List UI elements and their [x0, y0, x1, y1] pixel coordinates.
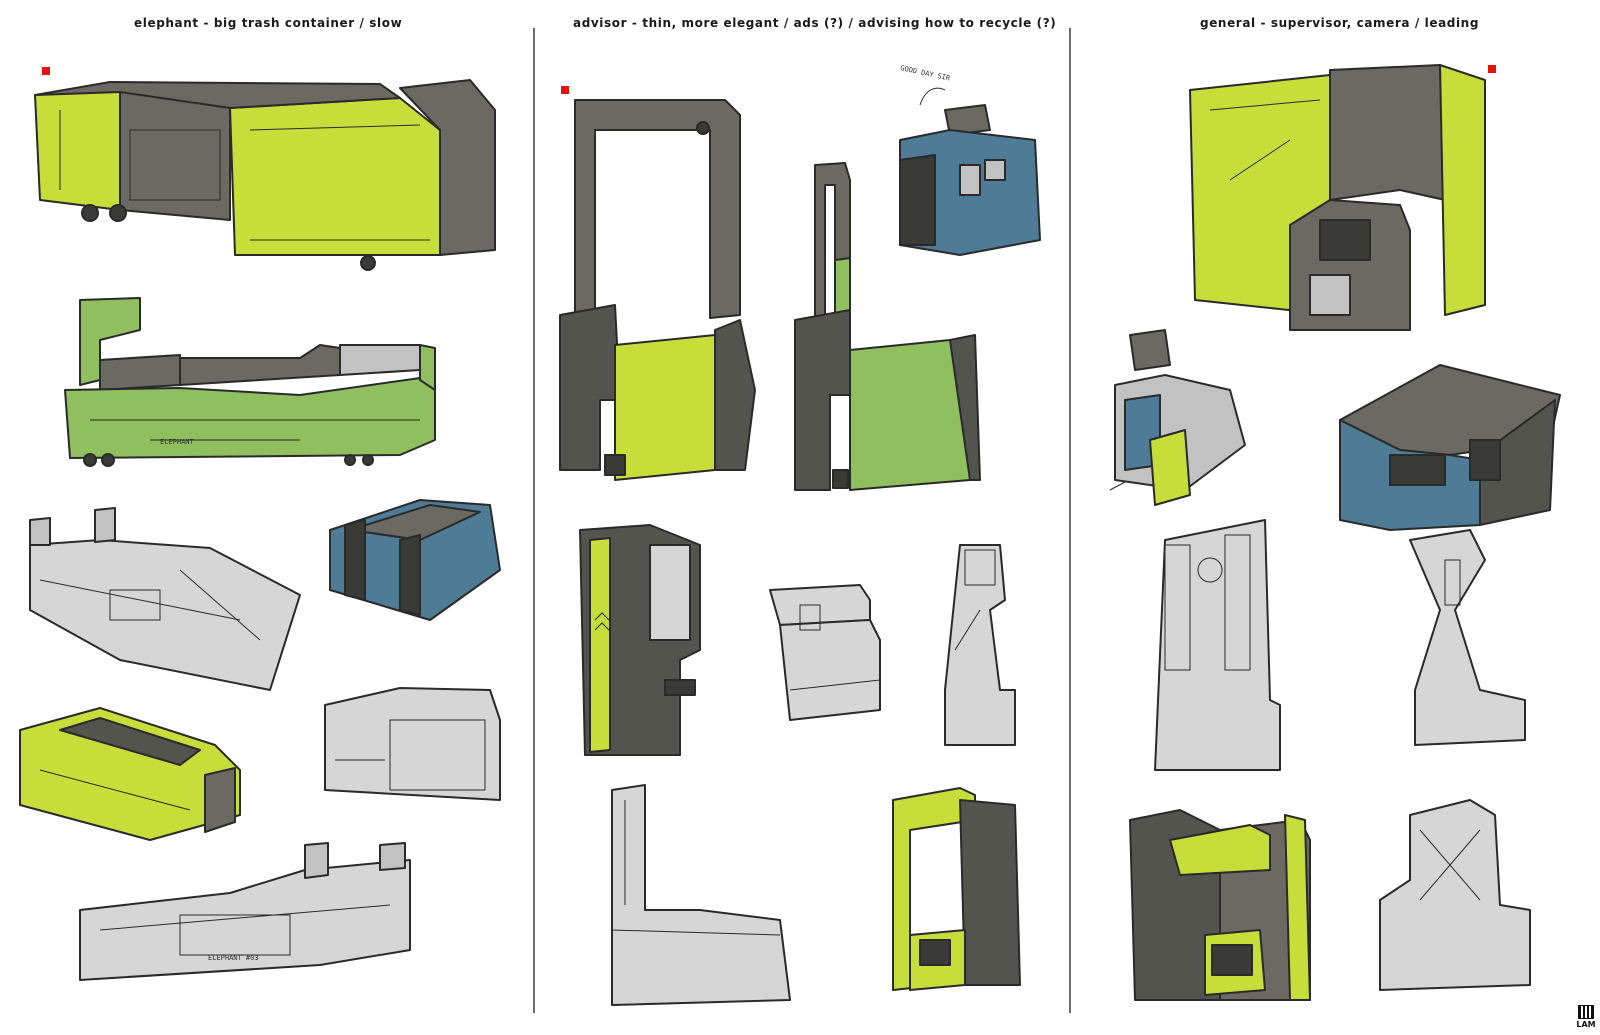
general-sketch-bottom — [1379, 799, 1531, 991]
general-unit-dark — [1129, 809, 1311, 1001]
heading-advisor: advisor - thin, more elegant / ads (?) /… — [573, 16, 1057, 30]
elephant-sketch-gray-1 — [29, 507, 301, 691]
elephant-note-2: ELEPHANT #03 — [208, 954, 259, 962]
elephant-container-lime — [34, 79, 496, 271]
heading-elephant: elephant - big trash container / slow — [134, 16, 403, 30]
advisor-sketch-stand — [611, 784, 791, 1006]
general-sketch-twin — [1154, 519, 1281, 771]
advisor-frame-green — [794, 162, 981, 491]
general-sketch-angled — [1409, 529, 1526, 746]
elephant-sketch-gray-box — [324, 687, 501, 801]
general-unit-main — [1189, 64, 1486, 331]
elephant-note-1: ELEPHANT — [160, 438, 195, 446]
advisor-gate-dark — [579, 524, 701, 756]
red-marker-general — [1488, 65, 1496, 73]
elephant-tub-lime — [19, 707, 241, 841]
elephant-tub-blue — [329, 499, 501, 621]
advisor-bot-blue: GOOD DAY SIR — [899, 64, 1041, 256]
red-marker-advisor — [561, 86, 569, 94]
signature-text: LAM — [1576, 1020, 1596, 1029]
advisor-sketch-post — [944, 544, 1016, 746]
elephant-sketch-gray-long: ELEPHANT #03 — [79, 842, 411, 981]
advisor-stand-lime — [892, 787, 1021, 991]
heading-general: general - supervisor, camera / leading — [1200, 16, 1480, 30]
speech-note: GOOD DAY SIR — [900, 64, 952, 83]
general-desk-blue — [1339, 364, 1561, 531]
signature-stamp-icon — [1578, 1005, 1594, 1019]
general-unit-small — [1109, 329, 1246, 506]
column-divider-right — [1069, 28, 1071, 1013]
column-divider-left — [533, 28, 535, 1013]
advisor-sketch-kiosk — [769, 584, 881, 721]
red-marker-elephant — [42, 67, 50, 75]
elephant-container-green: ELEPHANT — [64, 297, 436, 467]
artist-signature: LAM — [1574, 1005, 1598, 1029]
advisor-frame-lime — [559, 99, 756, 481]
